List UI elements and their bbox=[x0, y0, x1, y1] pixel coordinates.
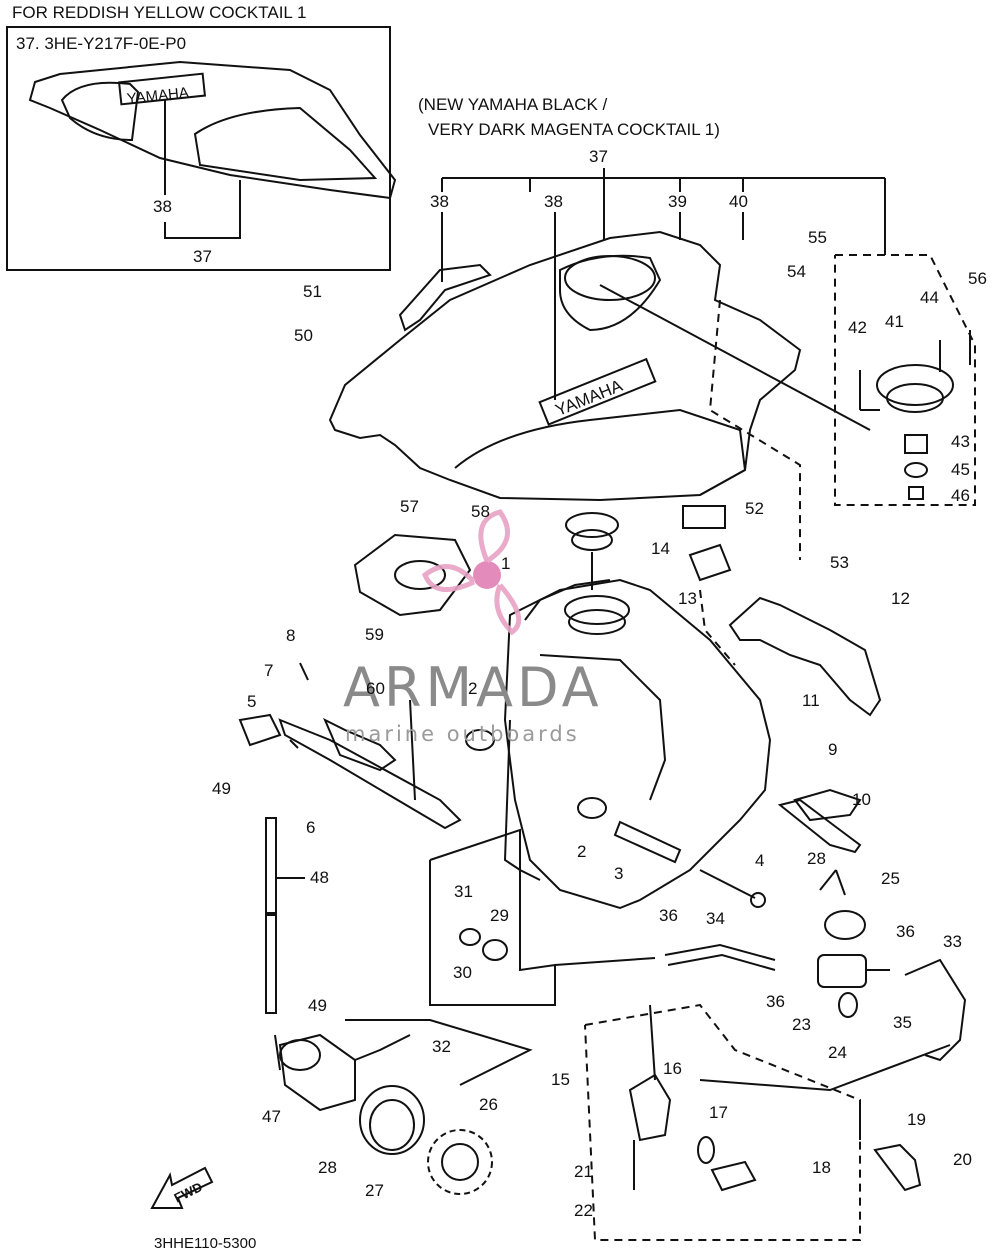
filler-ring-57 bbox=[353, 533, 472, 617]
callout-20: 20 bbox=[953, 1150, 972, 1169]
connector-19 bbox=[873, 1143, 922, 1192]
callout-14: 14 bbox=[651, 539, 670, 558]
callout-17: 17 bbox=[709, 1103, 728, 1122]
callout-45: 45 bbox=[951, 460, 970, 479]
callout-56: 56 bbox=[968, 269, 987, 288]
callout-47: 47 bbox=[262, 1107, 281, 1126]
callout-55: 55 bbox=[808, 228, 827, 247]
callout-11: 11 bbox=[802, 691, 820, 710]
callout-41: 41 bbox=[885, 312, 904, 331]
callout-60: 60 bbox=[366, 679, 385, 698]
callout-1: 1 bbox=[501, 554, 511, 573]
callout-29: 29 bbox=[490, 906, 509, 925]
callout-53: 53 bbox=[830, 553, 849, 572]
watermark-brand: ARMADA bbox=[343, 656, 603, 719]
callout-5: 5 bbox=[247, 692, 257, 711]
callout-37-inset: 37 bbox=[193, 247, 212, 266]
callout-22: 22 bbox=[574, 1201, 593, 1220]
callout-49-lower: 49 bbox=[308, 996, 327, 1015]
callout-8: 8 bbox=[286, 626, 296, 645]
watermark-propeller-icon bbox=[421, 509, 522, 636]
callout-37: 37 bbox=[589, 147, 608, 166]
callout-35: 35 bbox=[893, 1013, 912, 1032]
bracket-11 bbox=[728, 596, 882, 717]
callout-48: 48 bbox=[310, 868, 329, 887]
callout-21: 21 bbox=[574, 1162, 593, 1181]
callout-7: 7 bbox=[264, 661, 274, 680]
fuel-tank bbox=[503, 578, 772, 910]
callout-18: 18 bbox=[812, 1158, 831, 1177]
hose-34 bbox=[664, 943, 776, 961]
callout-34: 34 bbox=[706, 909, 725, 928]
callout-58: 58 bbox=[471, 502, 490, 521]
callout-33: 33 bbox=[943, 932, 962, 951]
filler-cap-14 bbox=[565, 512, 619, 538]
callout-36-right: 36 bbox=[896, 922, 915, 941]
cap-41 bbox=[876, 364, 954, 406]
callout-42: 42 bbox=[848, 318, 867, 337]
fwd-arrow bbox=[150, 1166, 214, 1209]
callout-46: 46 bbox=[951, 486, 970, 505]
inset-tank-cover bbox=[28, 60, 397, 200]
callout-15: 15 bbox=[551, 1070, 570, 1089]
tank-cover bbox=[328, 230, 802, 502]
callout-30: 30 bbox=[453, 963, 472, 982]
callout-51: 51 bbox=[303, 282, 322, 301]
fuel-pump-47 bbox=[278, 1033, 356, 1112]
callout-2-lower: 2 bbox=[577, 842, 587, 861]
callout-38-left: 38 bbox=[430, 192, 449, 211]
callout-27: 27 bbox=[365, 1181, 384, 1200]
callout-19: 19 bbox=[907, 1110, 926, 1129]
callout-10: 10 bbox=[852, 790, 871, 809]
diagram-code: 3HHE110-5300 bbox=[154, 1235, 257, 1252]
callout-25: 25 bbox=[881, 869, 900, 888]
callout-43: 43 bbox=[951, 432, 970, 451]
callout-44: 44 bbox=[920, 288, 939, 307]
callout-26: 26 bbox=[479, 1095, 498, 1114]
hose-33 bbox=[904, 958, 967, 1062]
callout-4: 4 bbox=[755, 851, 765, 870]
callout-52: 52 bbox=[745, 499, 764, 518]
callout-50: 50 bbox=[294, 326, 313, 345]
callout-3: 3 bbox=[614, 864, 624, 883]
callout-59: 59 bbox=[365, 625, 384, 644]
watermark-tagline: marine outboards bbox=[345, 722, 580, 746]
callout-54: 54 bbox=[787, 262, 806, 281]
callout-13: 13 bbox=[678, 589, 697, 608]
damper-26 bbox=[427, 1129, 493, 1195]
callout-39: 39 bbox=[668, 192, 687, 211]
petcock-box-15 bbox=[584, 1003, 861, 1241]
callout-32: 32 bbox=[432, 1037, 451, 1056]
clamp-27 bbox=[359, 1085, 425, 1155]
color-note-line1: (NEW YAMAHA BLACK / bbox=[418, 95, 608, 114]
callout-40: 40 bbox=[729, 192, 748, 211]
callout-28-right: 28 bbox=[807, 849, 826, 868]
callout-9: 9 bbox=[828, 740, 838, 759]
inset-title: FOR REDDISH YELLOW COCKTAIL 1 bbox=[12, 3, 307, 22]
callout-36-left: 36 bbox=[659, 906, 678, 925]
color-note-line2: VERY DARK MAGENTA COCKTAIL 1) bbox=[428, 120, 720, 139]
callout-38-right: 38 bbox=[544, 192, 563, 211]
callout-38-inset: 38 bbox=[153, 197, 172, 216]
callout-12: 12 bbox=[891, 589, 910, 608]
callout-31: 31 bbox=[454, 882, 473, 901]
callout-2-upper: 2 bbox=[468, 679, 478, 698]
hose-48 bbox=[265, 817, 277, 914]
callout-49-upper: 49 bbox=[212, 779, 231, 798]
callout-6: 6 bbox=[306, 818, 316, 837]
filter-23 bbox=[817, 954, 867, 988]
inset-part-number: 37. 3HE-Y217F-0E-P0 bbox=[16, 34, 187, 53]
callout-24: 24 bbox=[828, 1043, 847, 1062]
inset-box bbox=[6, 26, 391, 271]
callout-23: 23 bbox=[792, 1015, 811, 1034]
callout-28-left: 28 bbox=[318, 1158, 337, 1177]
callout-57: 57 bbox=[400, 497, 419, 516]
inset-emblem-text: YAMAHA bbox=[126, 84, 190, 107]
callout-36-middle: 36 bbox=[766, 992, 785, 1011]
callout-16: 16 bbox=[663, 1059, 682, 1078]
